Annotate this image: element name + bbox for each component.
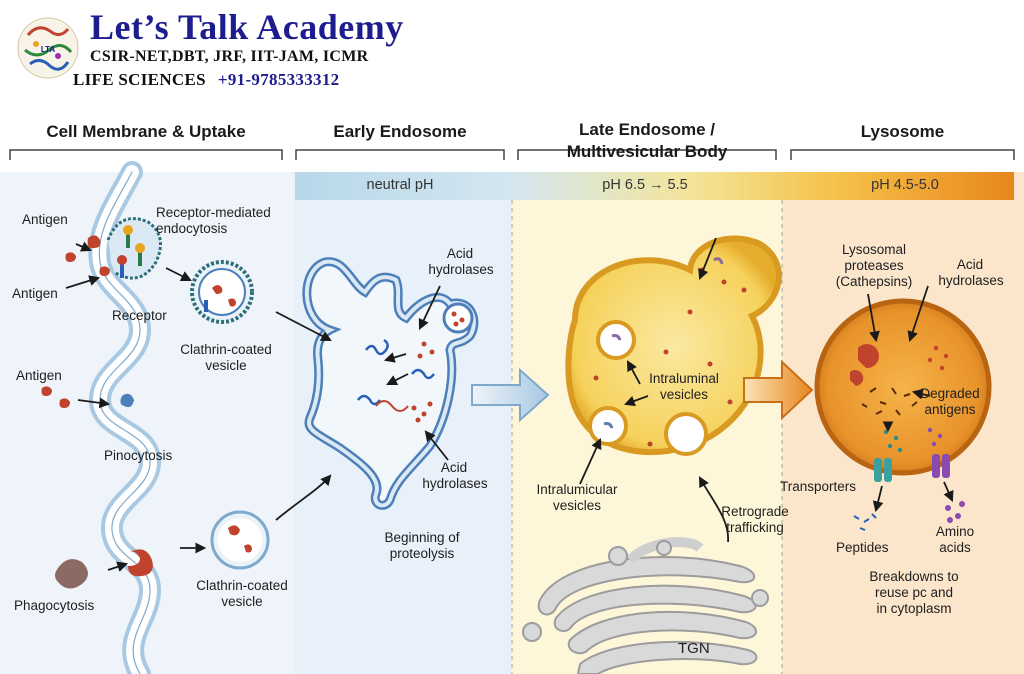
section-title-uptake: Cell Membrane & Uptake	[46, 122, 246, 141]
label-lys-acid-1: Acid	[956, 257, 984, 272]
label-degraded-1: Degraded	[920, 386, 980, 401]
academy-subject-line: LIFE SCIENCES +91-9785333312	[73, 70, 339, 90]
clathrin-vesicle-2	[210, 510, 270, 570]
label-proteases-3: (Cathepsins)	[835, 274, 913, 289]
label-peptides: Peptides	[836, 540, 889, 555]
label-clathrin-1a: Clathrin-coated	[180, 342, 272, 357]
label-breakdown-2: reuse pc and	[874, 585, 954, 600]
label-acid-hydrolases-1b: hydrolases	[428, 262, 494, 277]
pinocytosis-cargo	[120, 393, 134, 408]
academy-title: Let’s Talk Academy	[90, 7, 404, 47]
label-receptor-mediated-2: endocytosis	[156, 221, 228, 236]
arrow-late-to-lysosome	[743, 359, 814, 421]
section-title-early: Early Endosome	[333, 122, 467, 141]
label-lys-acid-2: hydrolases	[938, 273, 1004, 288]
label-intralumicular-1: Intralumicular	[536, 482, 618, 497]
amino-acid-dots	[945, 501, 965, 523]
coated-pit	[106, 217, 162, 280]
label-acid-hydrolases-2a: Acid	[440, 460, 468, 475]
label-intralumicular-2: vesicles	[552, 498, 601, 513]
label-antigen-1: Antigen	[22, 212, 68, 227]
late-endosome	[565, 235, 782, 456]
label-clathrin-1b: vesicle	[205, 358, 247, 373]
academy-subject: LIFE SCIENCES	[73, 70, 206, 89]
ph-label-late: pH 6.5 → 5.5	[602, 177, 688, 193]
academy-exams: CSIR-NET,DBT, JRF, IIT-JAM, ICMR	[90, 48, 369, 65]
label-breakdown-1: Breakdowns to	[869, 569, 959, 584]
peptide-fragments	[853, 513, 877, 531]
label-clathrin-2a: Clathrin-coated	[196, 578, 288, 593]
lysosome	[814, 298, 992, 482]
pointer-arrows	[65, 237, 954, 572]
label-proteases-1: Lysosomal	[841, 242, 907, 257]
section-title-lysosome: Lysosome	[860, 122, 945, 141]
section-title-late-1: Late Endosome /	[578, 120, 716, 139]
ph-label-lysosome: pH 4.5-5.0	[871, 177, 939, 193]
label-acid-hydrolases-2b: hydrolases	[422, 476, 488, 491]
label-amino-2: acids	[939, 540, 971, 555]
phagocytosis-particle	[55, 549, 153, 589]
label-tgn: TGN	[678, 640, 710, 657]
label-clathrin-2b: vesicle	[221, 594, 263, 609]
label-proteases-2: proteases	[844, 258, 904, 273]
ph-label-neutral: neutral pH	[366, 177, 434, 193]
label-receptor: Receptor	[112, 308, 167, 323]
label-transporters: Transporters	[780, 479, 857, 494]
label-antigen-3: Antigen	[16, 368, 62, 383]
arrow-early-to-late	[471, 367, 550, 423]
golgi-tgn	[522, 537, 769, 674]
academy-logo: LTA	[17, 17, 79, 79]
label-intraluminal-1: Intraluminal	[649, 371, 719, 386]
section-brackets	[9, 149, 1015, 160]
label-retrograde-2: trafficking	[726, 520, 784, 535]
label-beginning-proteolysis-1: Beginning of	[384, 530, 460, 545]
label-pinocytosis: Pinocytosis	[104, 448, 173, 463]
label-phagocytosis: Phagocytosis	[14, 598, 95, 613]
label-acid-hydrolases-1a: Acid	[446, 246, 474, 261]
label-breakdown-3: in cytoplasm	[876, 601, 952, 616]
label-intraluminal-2: vesicles	[659, 387, 708, 402]
svg-text:LTA: LTA	[41, 45, 56, 54]
clathrin-vesicle-1	[190, 260, 254, 324]
label-beginning-proteolysis-2: proteolysis	[389, 546, 455, 561]
label-retrograde-1: Retrograde	[721, 504, 789, 519]
ph-bar	[295, 172, 1014, 200]
label-antigen-2: Antigen	[12, 286, 58, 301]
label-degraded-2: antigens	[924, 402, 976, 417]
label-receptor-mediated-1: Receptor-mediated	[156, 205, 271, 220]
section-title-late-2: Multivesicular Body	[566, 142, 728, 161]
academy-phone: +91-9785333312	[217, 70, 340, 89]
label-amino-1: Amino	[935, 524, 975, 539]
